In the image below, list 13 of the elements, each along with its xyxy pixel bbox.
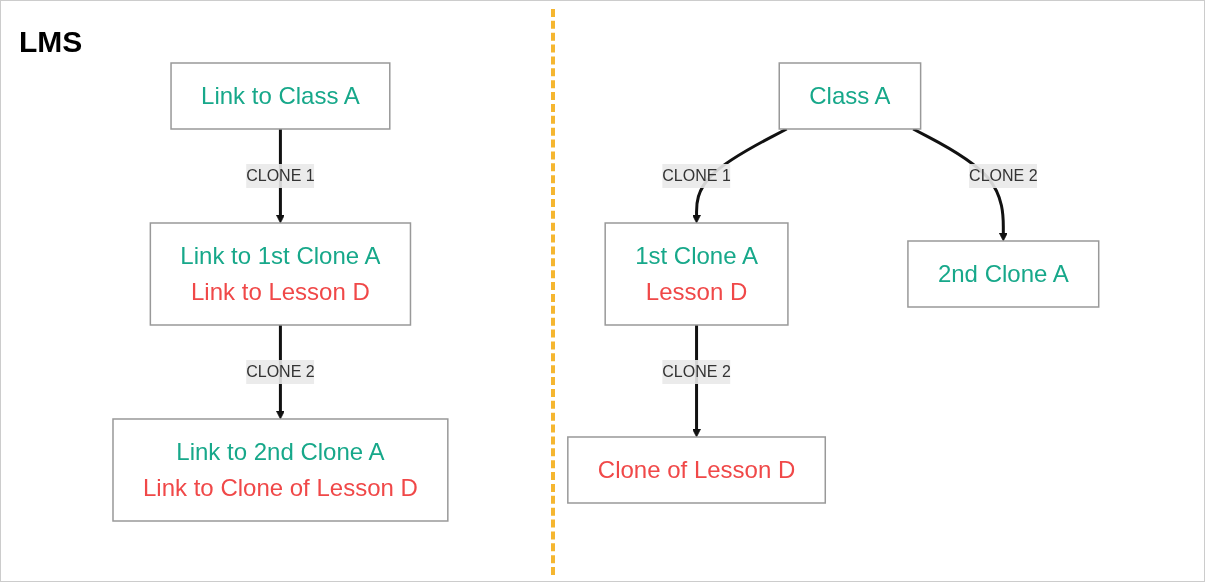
edge-label: CLONE 2 [969,167,1038,184]
edge-label: CLONE 2 [246,363,315,380]
node-box: Link to 1st Clone A Link to Lesson D [149,222,412,326]
edge-label: CLONE 2 [662,363,731,380]
node-box: Clone of Lesson D [567,436,827,504]
node-box: Link to Class A [170,62,391,130]
edge-label: CLONE 1 [246,167,315,184]
node-box: Link to 2nd Clone A Link to Clone of Lesson D [112,418,449,522]
edge-label: CLONE 1 [662,167,731,184]
node-box: Class A [778,62,922,130]
heading-label: LMS [19,25,83,59]
node-box: 2nd Clone A [907,240,1100,308]
node-box: 1st Clone A Lesson D [604,222,789,326]
